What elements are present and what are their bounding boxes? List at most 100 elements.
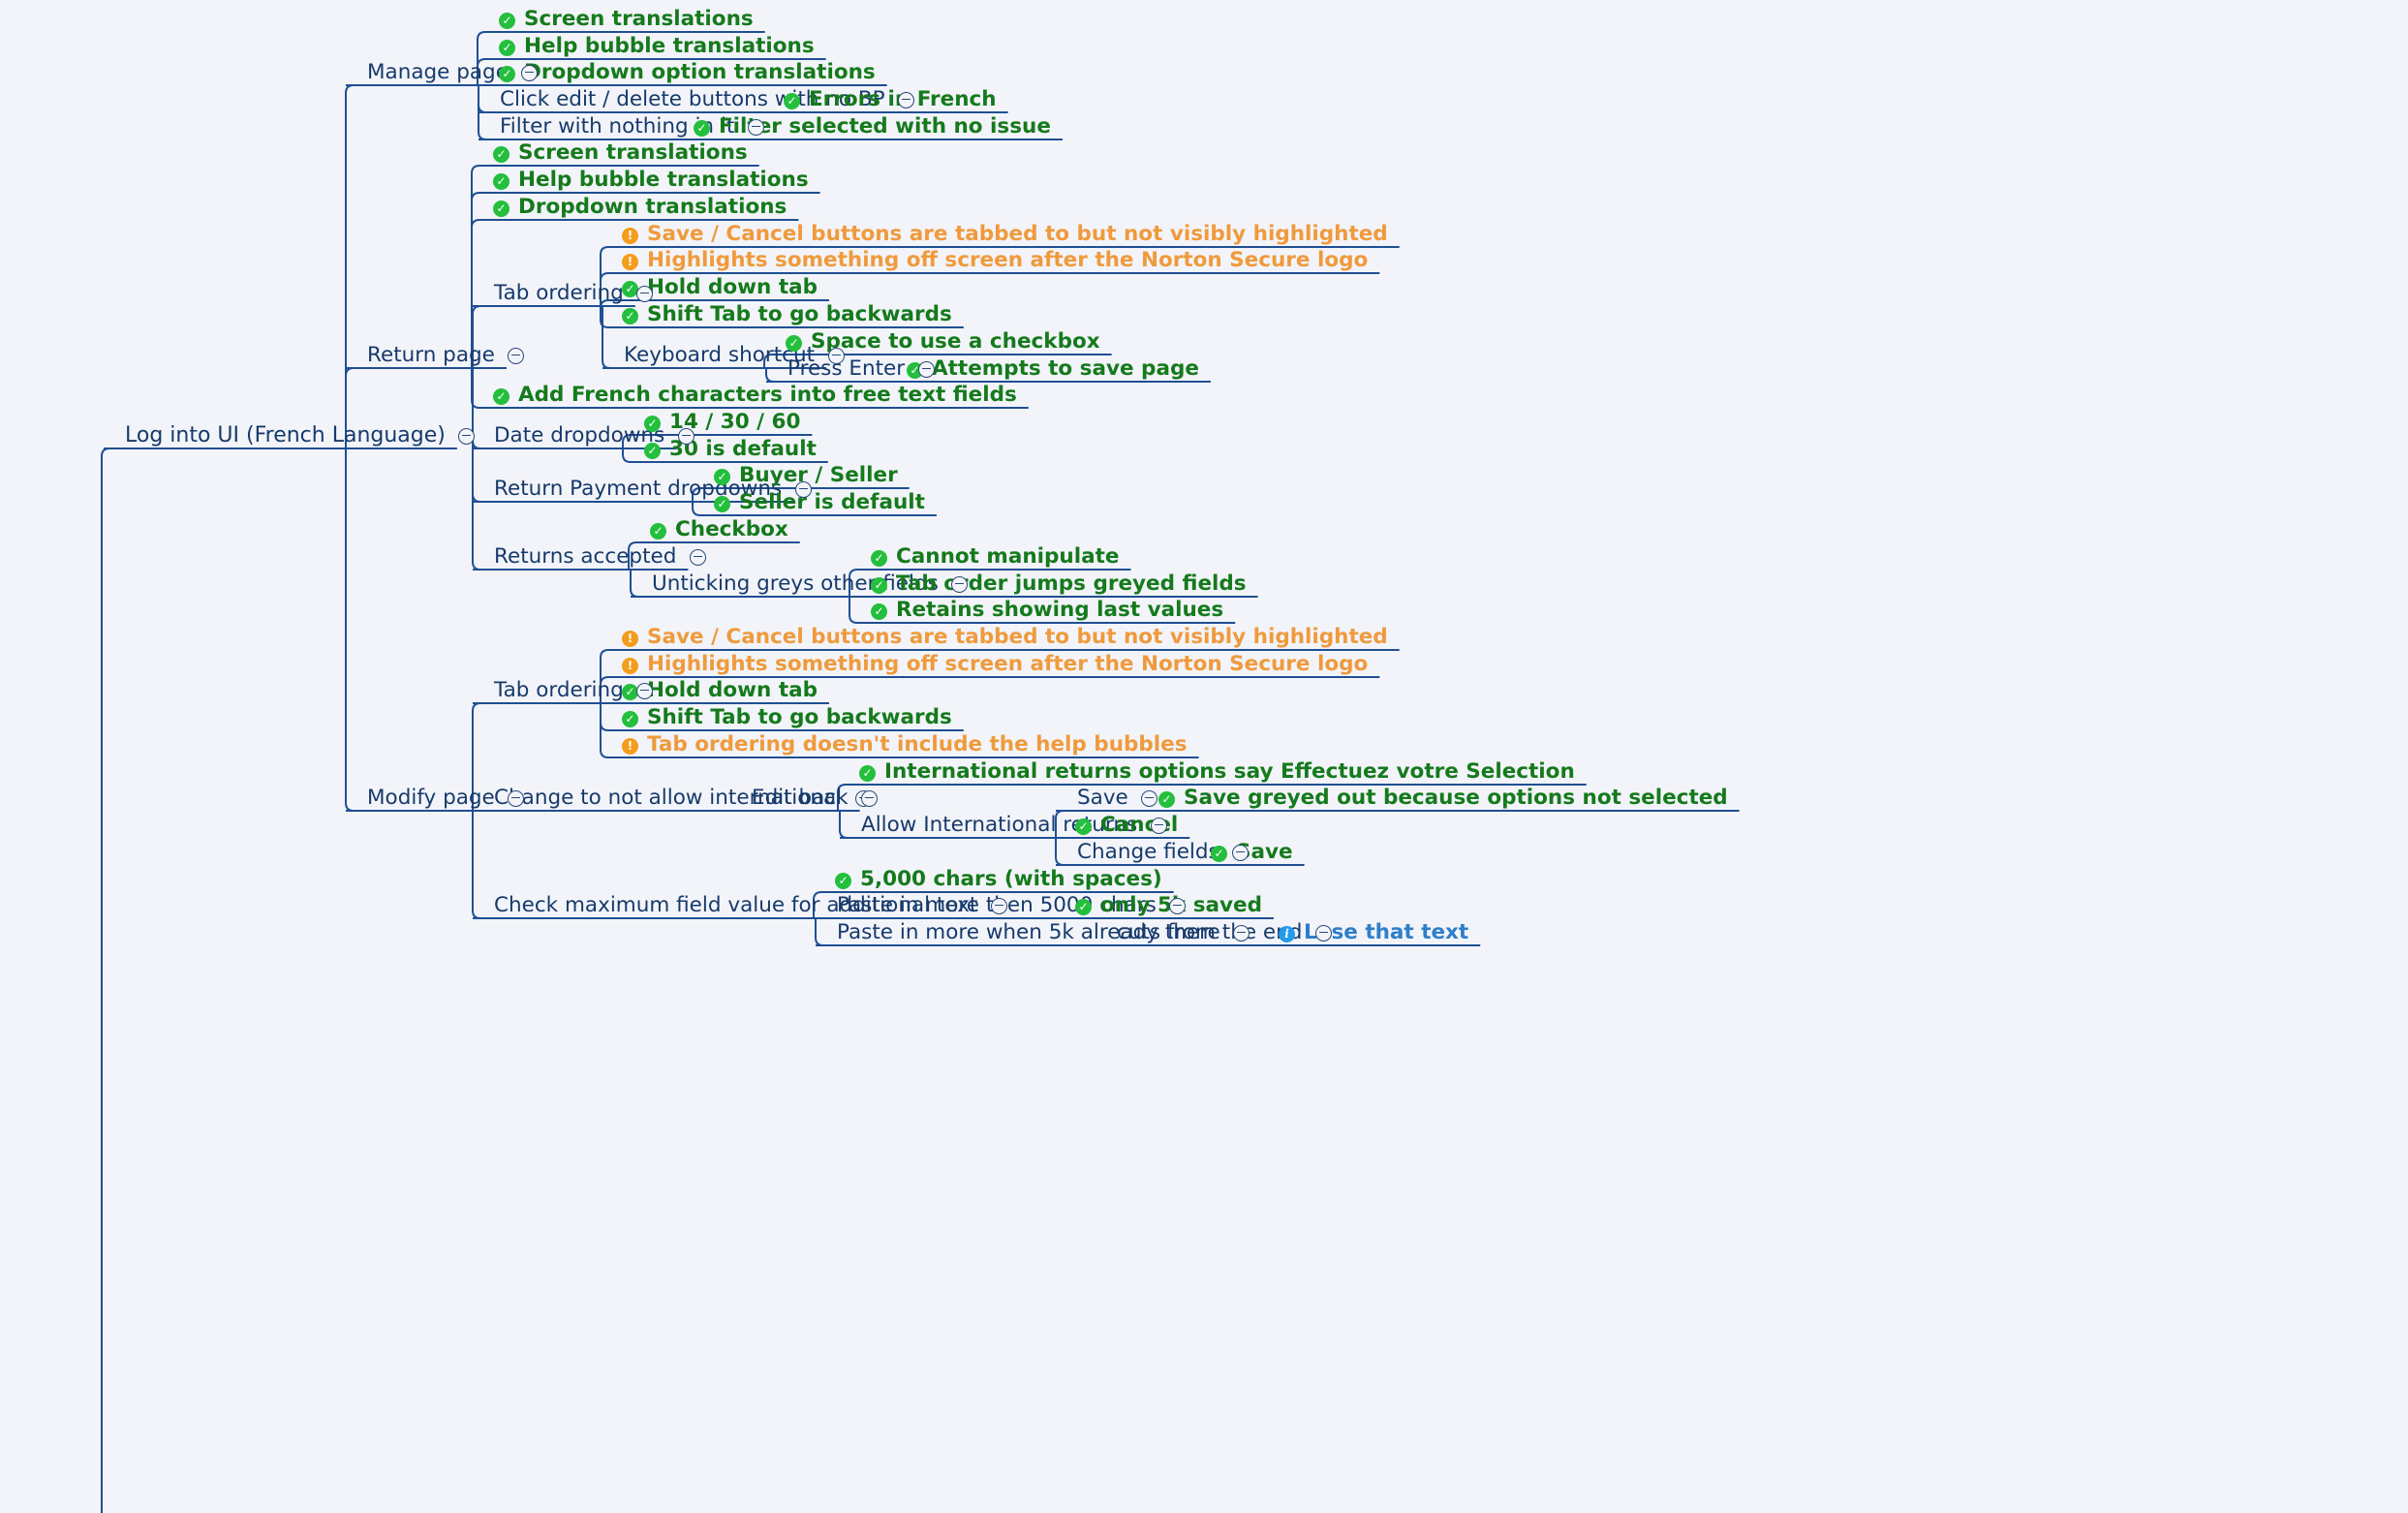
node-label: Filter selected with no issue <box>719 114 1051 139</box>
node-mp2: ✓Help bubble translations <box>499 33 815 60</box>
node-label: Screen translations <box>524 7 754 31</box>
exclamation-circle-icon: ! <box>622 658 638 674</box>
node-mdm[interactable]: Check maximum field value for additional… <box>494 892 977 919</box>
node-mp4[interactable]: Click edit / delete buttons with no BP <box>500 86 885 113</box>
collapse-minus-icon[interactable] <box>508 347 525 364</box>
node-mde[interactable]: Edit back <box>752 785 849 812</box>
node-label: Log into UI (French Language) <box>125 423 446 448</box>
connector-line <box>600 272 1380 306</box>
collapse-minus-icon[interactable] <box>521 64 539 81</box>
node-label: Shift Tab to go backwards <box>647 705 952 729</box>
node-rpa[interactable]: Returns accepted <box>494 543 676 571</box>
node-md[interactable]: Modify page <box>367 785 495 812</box>
node-rpk2[interactable]: Press Enter <box>787 355 905 383</box>
check-circle-icon: ✓ <box>1075 899 1092 915</box>
node-root[interactable]: Log into UI (French Language) <box>125 422 446 449</box>
node-label: Buyer / Seller <box>739 463 898 487</box>
collapse-minus-icon[interactable] <box>1150 817 1167 834</box>
node-label: Change fields <box>1077 840 1219 864</box>
check-circle-icon: ✓ <box>493 173 509 190</box>
collapse-minus-icon[interactable] <box>747 118 764 136</box>
node-rpp1: ✓ Buyer / Seller <box>714 462 898 489</box>
collapse-minus-icon[interactable] <box>689 548 706 566</box>
connector-line <box>471 192 820 368</box>
node-label: Tab ordering <box>494 678 624 702</box>
exclamation-circle-icon: ! <box>622 738 638 755</box>
connector-line <box>622 434 813 448</box>
node-rp3: ✓Dropdown translations <box>493 194 787 221</box>
node-mdq[interactable]: Paste in more when 5k already there <box>837 919 1220 946</box>
check-circle-icon: ✓ <box>622 308 638 324</box>
node-rp[interactable]: Return page <box>367 342 495 369</box>
node-mp5a: ✓Filter selected with no issue <box>694 113 1051 140</box>
node-mde1: ✓International returns options say Effec… <box>859 758 1575 786</box>
connector-line <box>472 305 635 368</box>
node-label: Seller is default <box>739 490 925 514</box>
node-rpd1: ✓14 / 30 / 60 <box>644 409 800 436</box>
node-rpt[interactable]: Tab ordering <box>494 280 624 307</box>
node-label: Save greyed out because options not sele… <box>1184 786 1728 810</box>
node-rpd[interactable]: Date dropdowns <box>494 422 664 449</box>
collapse-minus-icon[interactable] <box>1169 897 1187 914</box>
connector-line <box>471 165 759 368</box>
collapse-minus-icon[interactable] <box>861 789 879 807</box>
collapse-minus-icon[interactable] <box>1232 844 1250 861</box>
connector-line <box>477 31 765 85</box>
node-mdt[interactable]: Tab ordering <box>494 677 624 704</box>
node-rpu[interactable]: Unticking greys other fields <box>652 571 939 598</box>
collapse-minus-icon[interactable] <box>1141 789 1158 807</box>
node-mdc[interactable]: Change to not allow international <box>494 785 842 812</box>
node-label: Retains showing last values <box>896 598 1224 622</box>
node-rpu2: ✓Tab order jumps greyed fields <box>871 571 1247 598</box>
collapse-minus-icon[interactable] <box>794 480 812 498</box>
connector-line <box>471 219 799 368</box>
node-rp4: ✓Add French characters into free text fi… <box>493 382 1017 409</box>
node-rpu1: ✓Cannot manipulate <box>871 543 1119 571</box>
collapse-minus-icon[interactable] <box>458 427 476 445</box>
node-mds[interactable]: Save <box>1077 785 1128 812</box>
node-mdf[interactable]: Change fields <box>1077 839 1219 866</box>
connector-line <box>837 784 1587 811</box>
check-circle-icon: ✓ <box>714 469 730 485</box>
collapse-minus-icon[interactable] <box>636 285 654 302</box>
node-label: Edit back <box>752 786 849 810</box>
check-circle-icon: ✓ <box>1158 791 1175 808</box>
node-label: Keyboard shortcut <box>624 343 816 367</box>
node-mdt4: ✓Shift Tab to go backwards <box>622 704 952 731</box>
check-circle-icon: ✓ <box>871 603 887 620</box>
collapse-minus-icon[interactable] <box>508 789 525 807</box>
collapse-minus-icon[interactable] <box>827 347 845 364</box>
connector-line <box>692 487 910 502</box>
node-mp3: ✓Dropdown option translations <box>499 59 876 86</box>
node-rpp2: ✓Seller is default <box>714 489 925 516</box>
collapse-minus-icon[interactable] <box>917 360 935 378</box>
node-mdq1[interactable]: cuts from the end <box>1117 919 1302 946</box>
connector-line <box>101 448 125 457</box>
node-label: Save <box>1077 786 1128 810</box>
node-label: Paste in more when 5k already there <box>837 920 1220 944</box>
check-circle-icon: ✓ <box>644 443 661 459</box>
node-label: Click edit / delete buttons with no BP <box>500 87 885 111</box>
collapse-minus-icon[interactable] <box>1314 924 1332 942</box>
connector-line <box>763 354 1112 368</box>
node-mp[interactable]: Manage page <box>367 59 509 86</box>
connector-line <box>849 597 1236 624</box>
connector-line <box>600 676 1380 703</box>
check-circle-icon: ✓ <box>871 550 887 567</box>
node-label: Tab ordering doesn't include the help bu… <box>647 732 1188 756</box>
collapse-minus-icon[interactable] <box>990 897 1007 914</box>
check-circle-icon: ✓ <box>622 684 638 700</box>
collapse-minus-icon[interactable] <box>636 682 654 699</box>
collapse-minus-icon[interactable] <box>677 427 695 445</box>
node-label: Change to not allow international <box>494 786 843 810</box>
collapse-minus-icon[interactable] <box>951 575 969 593</box>
node-rpp[interactable]: Return Payment dropdowns <box>494 476 782 503</box>
node-label: Modify page <box>367 786 495 810</box>
check-circle-icon: ✓ <box>493 201 509 217</box>
collapse-minus-icon[interactable] <box>898 91 915 108</box>
collapse-minus-icon[interactable] <box>1233 924 1250 942</box>
connector-line <box>600 649 1400 703</box>
node-rpk[interactable]: Keyboard shortcut <box>624 342 815 369</box>
node-label: International returns options say Effect… <box>884 759 1575 784</box>
node-mdt1: !Save / Cancel buttons are tabbed to but… <box>622 624 1388 651</box>
